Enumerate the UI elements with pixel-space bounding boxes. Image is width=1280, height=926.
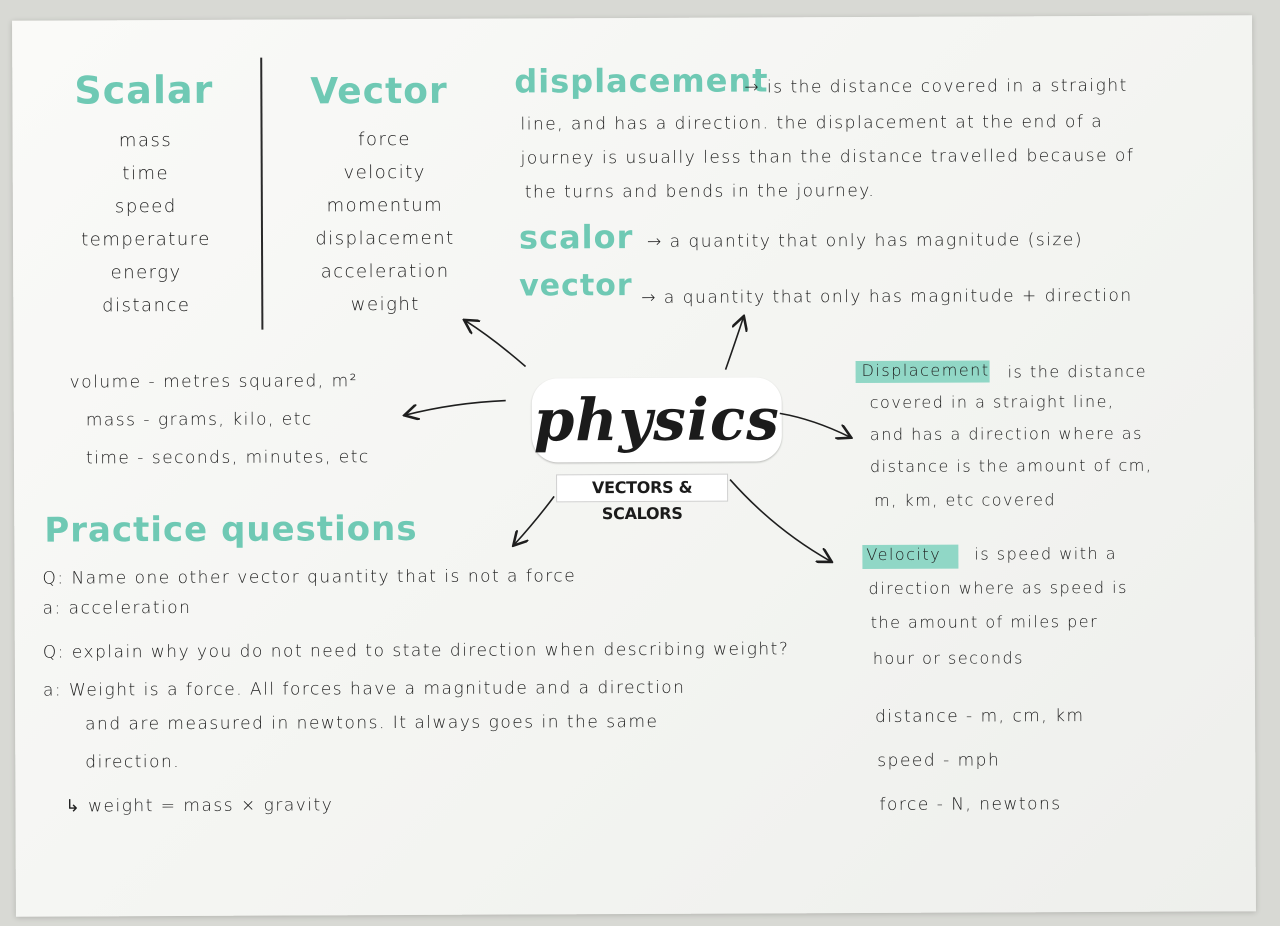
mind-map-arrows	[12, 15, 1256, 916]
arrow-to-units	[406, 399, 506, 415]
arrow-to-definitions	[724, 318, 743, 370]
arrow-to-practice	[514, 495, 555, 544]
arrow-to-displacement-note	[779, 412, 850, 437]
arrow-to-velocity-note	[729, 479, 830, 561]
arrow-to-scalar-vector	[465, 320, 527, 368]
